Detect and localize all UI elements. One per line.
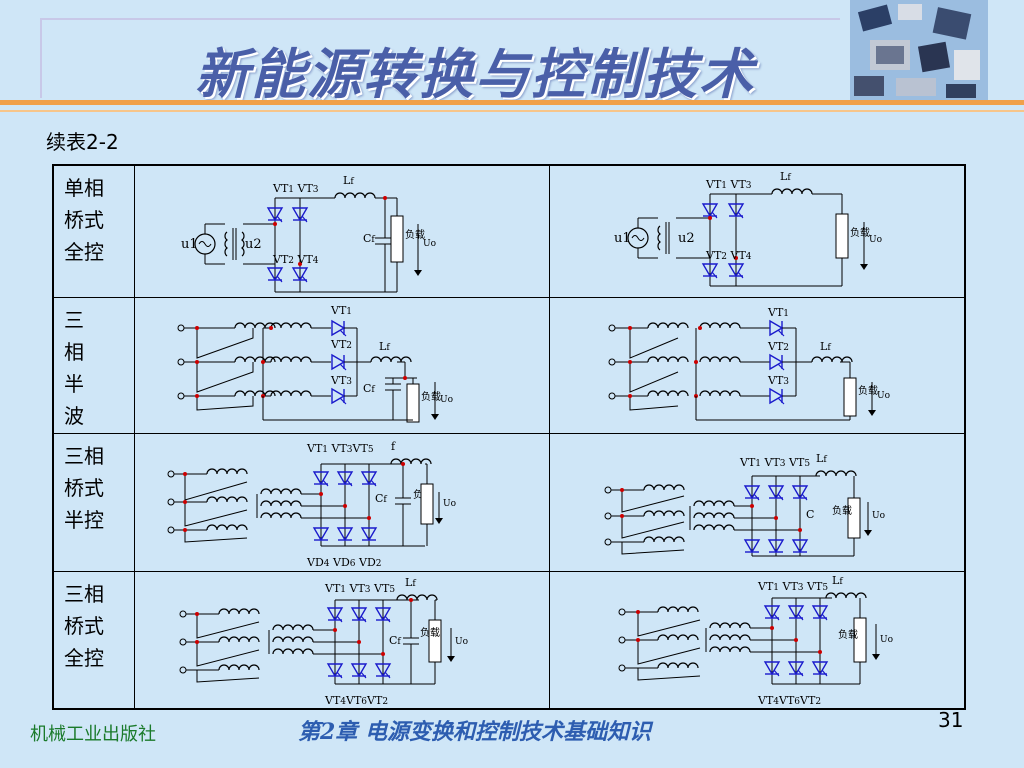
svg-text:Lf: Lf xyxy=(832,574,843,587)
svg-text:VT1 VT3 VT5: VT1 VT3 VT5 xyxy=(757,580,828,593)
svg-text:Uo: Uo xyxy=(455,637,468,647)
converter-circuits-table: 单相 桥式 全控 u1 u2 xyxy=(52,164,966,710)
row-label: 三相 桥式 半控 xyxy=(52,432,135,572)
table-caption: 续表2-2 xyxy=(46,130,119,154)
circuit-diagram: VT1 VT2 VT3 Lf Cf 负载 xyxy=(133,296,550,434)
svg-text:VT2 VT4: VT2 VT4 xyxy=(272,253,319,266)
circuit-diagram: u1 u2 VT1 VT3 VT2 VT4 Lf xyxy=(133,164,550,298)
svg-text:负载: 负载 xyxy=(850,226,870,239)
svg-text:Uo: Uo xyxy=(869,235,882,245)
svg-text:负载: 负载 xyxy=(838,628,858,641)
single-phase-full-bridge-cf-circuit: u1 u2 VT1 VT3 VT2 VT4 Lf xyxy=(181,174,436,293)
svg-text:负载: 负载 xyxy=(420,626,440,639)
svg-text:u1: u1 xyxy=(614,231,631,246)
svg-text:VT2: VT2 xyxy=(330,338,352,351)
three-phase-full-controlled-cf-circuit: VT1 VT3 VT5 VT4VT6VT2 Lf Cf 负载 Uo xyxy=(179,576,468,707)
svg-text:负载: 负载 xyxy=(858,384,878,397)
svg-text:负载: 负载 xyxy=(405,228,425,241)
electronic-components-photo xyxy=(850,0,988,100)
svg-text:u2: u2 xyxy=(245,237,262,252)
svg-text:Lf: Lf xyxy=(379,340,390,353)
svg-text:Cf: Cf xyxy=(375,492,387,505)
row-label: 单相 桥式 全控 xyxy=(52,164,135,298)
svg-text:Cf: Cf xyxy=(363,382,375,395)
svg-text:Uo: Uo xyxy=(443,499,456,509)
table-row: 三 相 半 波 xyxy=(52,296,966,434)
svg-text:Lf: Lf xyxy=(780,170,791,183)
three-phase-half-wave-circuit: VT1 VT2 VT3 Lf 负载 Uo xyxy=(608,306,890,420)
header-rule xyxy=(0,100,1024,105)
svg-text:VD4 VD6 VD2: VD4 VD6 VD2 xyxy=(306,556,382,569)
svg-text:负载: 负载 xyxy=(421,390,441,403)
page-number: 31 xyxy=(938,708,964,732)
svg-text:负载: 负载 xyxy=(832,504,852,517)
slide-title: 新能源转换与控制技术 xyxy=(195,43,755,106)
row-label: 三 相 半 波 xyxy=(52,296,135,434)
svg-text:VT1 VT3 VT5: VT1 VT3 VT5 xyxy=(739,456,810,469)
svg-text:Lf: Lf xyxy=(405,576,416,589)
svg-text:Uo: Uo xyxy=(880,635,893,645)
frame-line-left xyxy=(40,18,42,98)
svg-text:C: C xyxy=(806,508,814,521)
svg-text:f: f xyxy=(391,440,396,453)
table-row: 单相 桥式 全控 u1 u2 xyxy=(52,164,966,298)
circuit-diagram: VT1 VT3 VT5 VT4VT6VT2 Lf 负载 Uo xyxy=(548,570,966,710)
row-label: 三相 桥式 全控 xyxy=(52,570,135,710)
svg-text:VT3: VT3 xyxy=(767,374,789,387)
circuit-diagram: VT1 VT2 VT3 Lf 负载 Uo xyxy=(548,296,966,434)
three-phase-semi-controlled-cf-circuit: VT1 VT3VT5 VD4 VD6 VD2 f Cf 负载 Uo xyxy=(167,440,456,569)
svg-text:u1: u1 xyxy=(181,237,198,252)
svg-text:VT4VT6VT2: VT4VT6VT2 xyxy=(324,694,388,707)
circuit-diagram: VT1 VT3 VT5 Lf C 负载 Uo xyxy=(548,432,966,572)
svg-text:Cf: Cf xyxy=(389,634,401,647)
three-phase-semi-controlled-c-circuit: VT1 VT3 VT5 Lf C 负载 Uo xyxy=(604,452,885,556)
svg-text:VT3: VT3 xyxy=(330,374,352,387)
chapter-title: 第2章 电源变换和控制技术基础知识 xyxy=(298,719,651,745)
svg-text:Lf: Lf xyxy=(343,174,354,187)
publisher-name: 机械工业出版社 xyxy=(30,724,156,745)
svg-text:Uo: Uo xyxy=(440,395,453,405)
svg-text:VT1 VT3: VT1 VT3 xyxy=(272,182,319,195)
three-phase-full-controlled-circuit: VT1 VT3 VT5 VT4VT6VT2 Lf 负载 Uo xyxy=(618,574,893,707)
svg-text:VT1: VT1 xyxy=(330,304,352,317)
circuit-diagram: VT1 VT3VT5 VD4 VD6 VD2 f Cf 负载 Uo xyxy=(133,432,550,572)
svg-text:VT2: VT2 xyxy=(767,340,789,353)
frame-line-top xyxy=(40,18,840,20)
svg-text:Lf: Lf xyxy=(816,452,827,465)
svg-text:u2: u2 xyxy=(678,231,695,246)
svg-text:Cf: Cf xyxy=(363,232,375,245)
svg-text:VT1 VT3 VT5: VT1 VT3 VT5 xyxy=(324,582,395,595)
svg-text:VT2 VT4: VT2 VT4 xyxy=(705,249,752,262)
single-phase-full-bridge-circuit: u1 u2 VT1 VT3 VT2 VT4 Lf xyxy=(614,170,882,287)
table-row: 三相 桥式 全控 xyxy=(52,570,966,710)
three-phase-half-wave-cf-circuit: VT1 VT2 VT3 Lf Cf 负载 xyxy=(177,304,453,422)
svg-text:Uo: Uo xyxy=(423,239,436,249)
svg-text:Uo: Uo xyxy=(877,391,890,401)
circuit-diagram: u1 u2 VT1 VT3 VT2 VT4 Lf xyxy=(548,164,966,298)
svg-text:Uo: Uo xyxy=(872,511,885,521)
svg-text:VT1: VT1 xyxy=(767,306,789,319)
svg-text:VT1 VT3: VT1 VT3 xyxy=(705,178,752,191)
svg-text:Lf: Lf xyxy=(820,340,831,353)
svg-text:VT4VT6VT2: VT4VT6VT2 xyxy=(757,694,821,707)
svg-text:VT1 VT3VT5: VT1 VT3VT5 xyxy=(306,442,374,455)
header-rule-thin xyxy=(0,110,1024,112)
table-row: 三相 桥式 半控 xyxy=(52,432,966,572)
circuit-diagram: VT1 VT3 VT5 VT4VT6VT2 Lf Cf 负载 Uo xyxy=(133,570,550,710)
